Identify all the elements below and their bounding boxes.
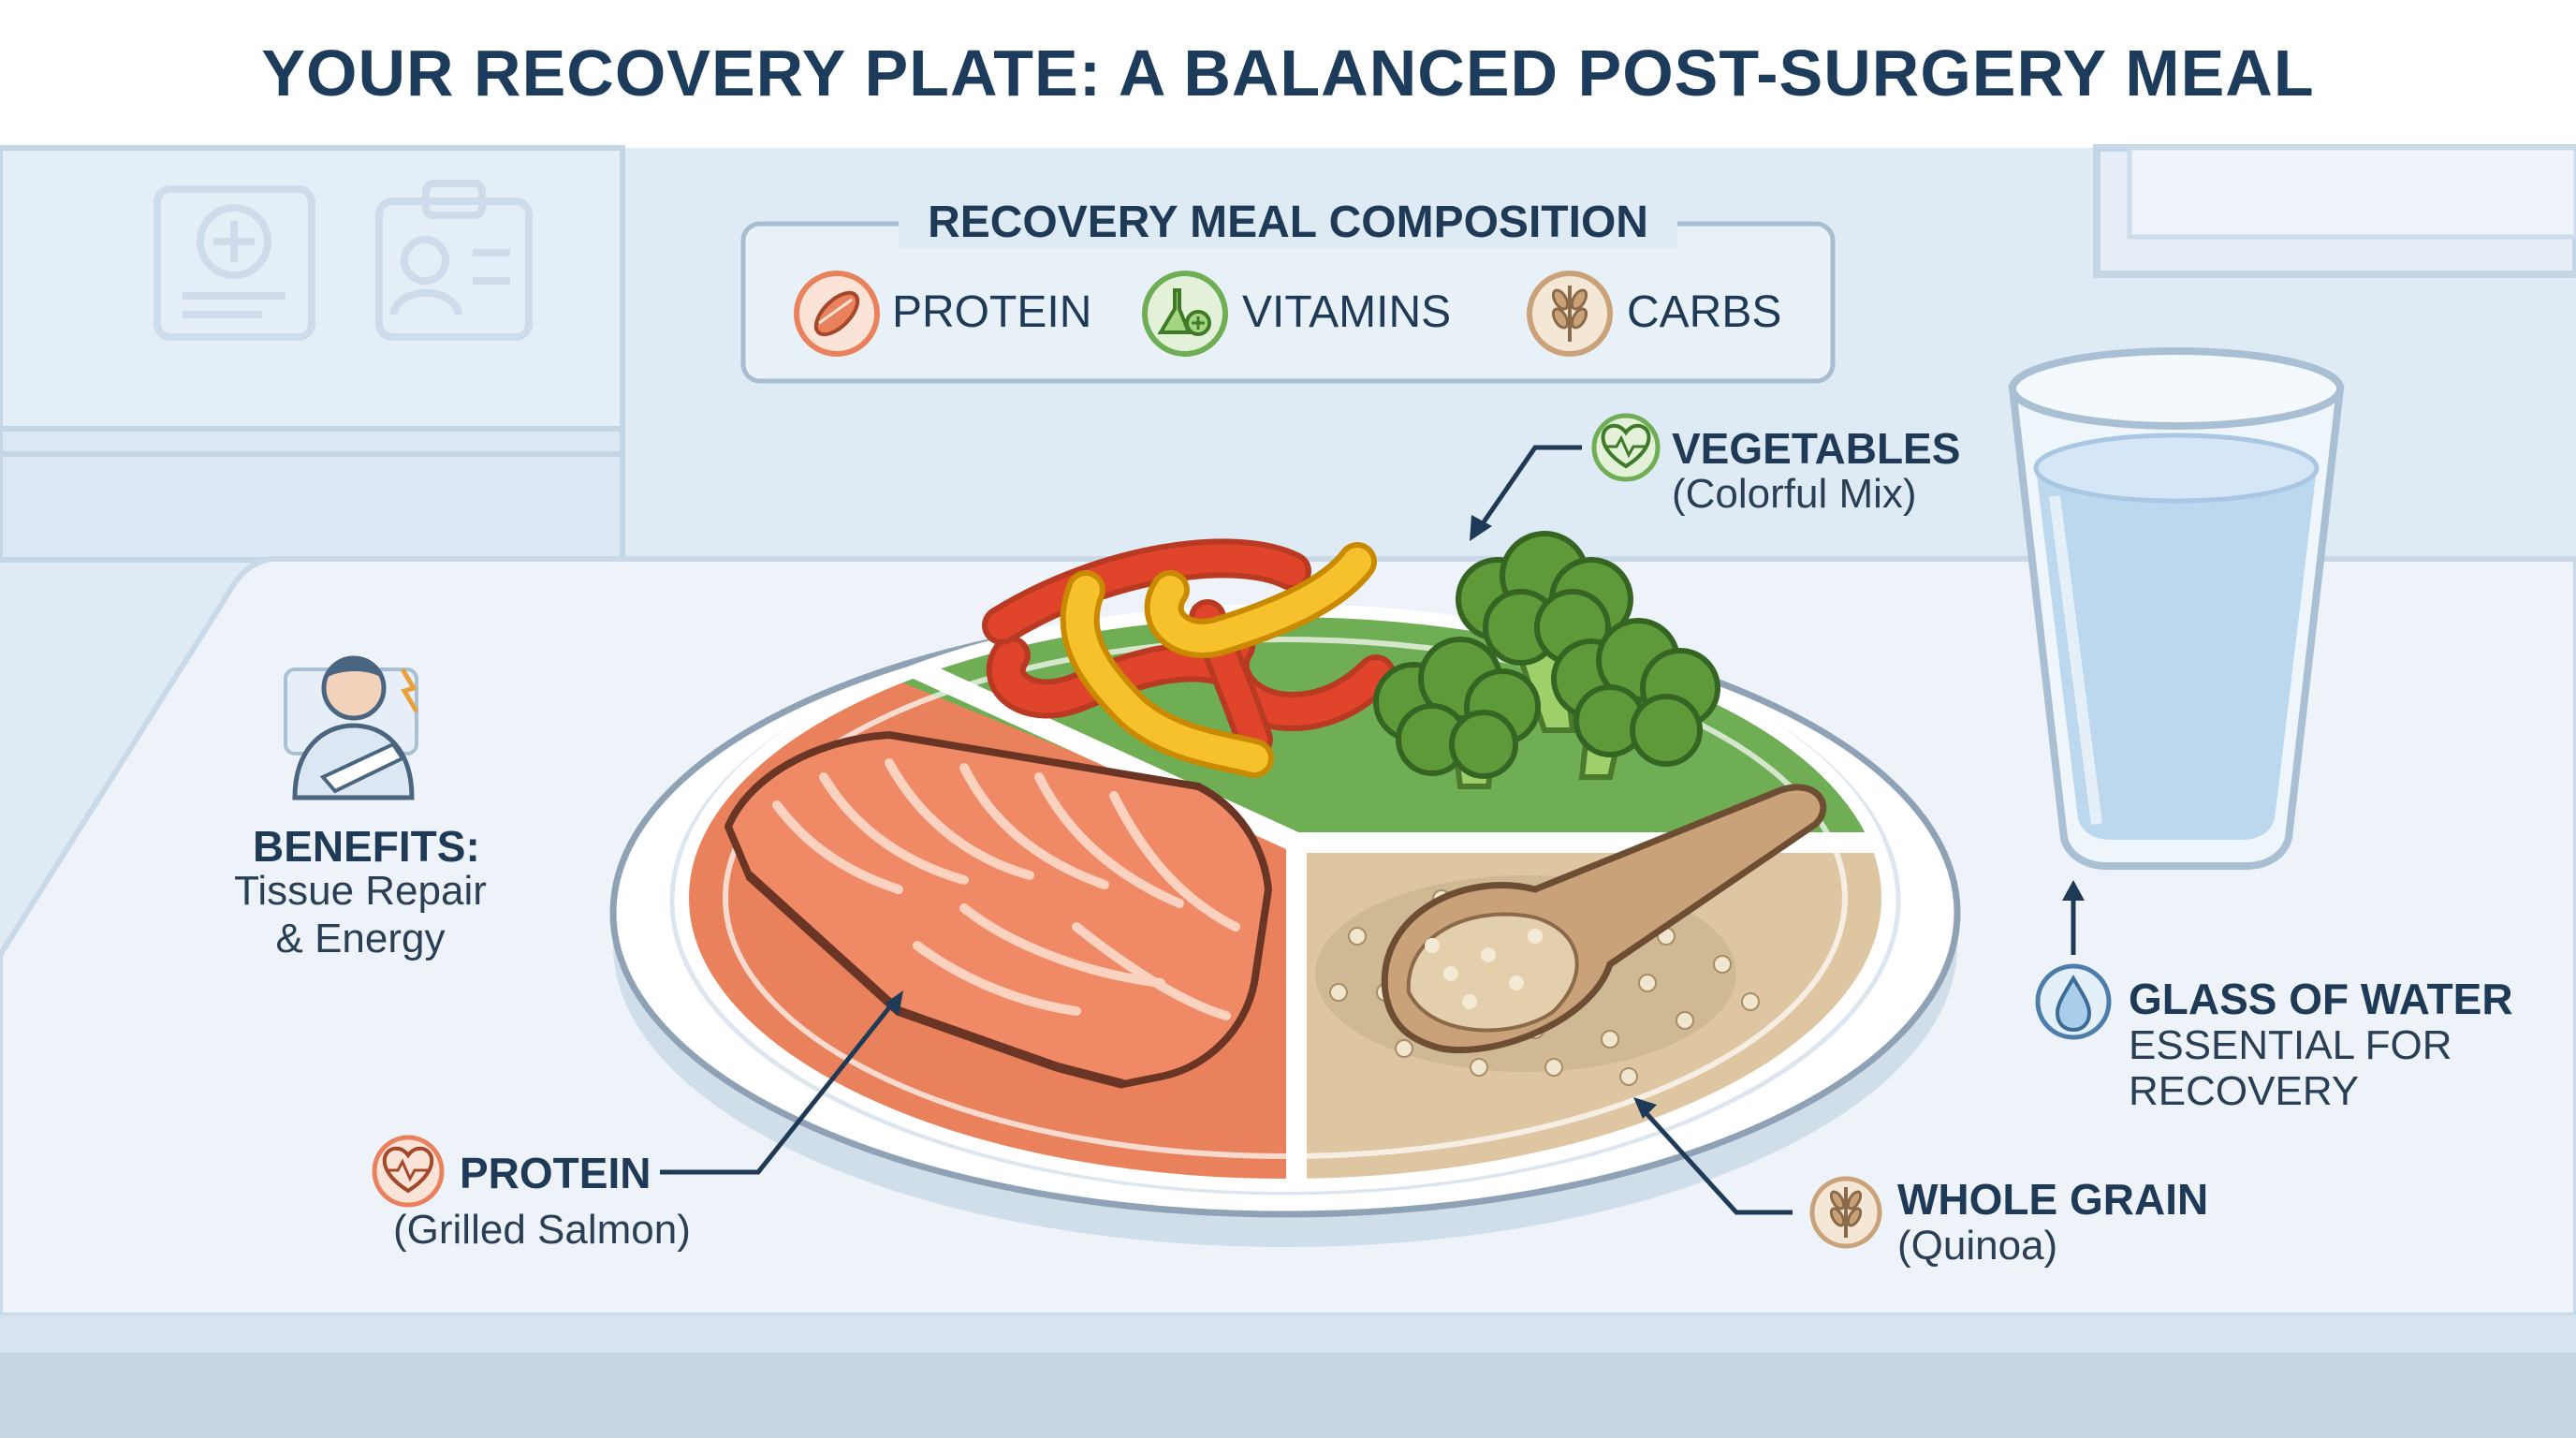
vegetables-callout-sub: (Colorful Mix) <box>1672 471 1917 517</box>
broccoli <box>1373 531 1720 789</box>
wheat-icon <box>1809 1176 1882 1249</box>
grain-pointer <box>1641 1108 1793 1215</box>
water-callout-line-1: ESSENTIAL FOR <box>2129 1022 2452 1068</box>
benefits-line-2: & Energy <box>275 916 446 961</box>
header-band <box>0 0 2576 148</box>
wheat-icon <box>1527 271 1613 357</box>
protein-callout-sub: (Grilled Salmon) <box>393 1207 691 1253</box>
salmon-fillet <box>724 730 1273 1089</box>
page-title: YOUR RECOVERY PLATE: A BALANCED POST-SUR… <box>261 37 2315 110</box>
vegetables-callout-heading: VEGETABLES <box>1672 424 1961 473</box>
vegetables-pointer <box>1476 445 1582 531</box>
protein-callout-heading: PROTEIN <box>460 1149 651 1197</box>
legend-label-carbs: CARBS <box>1627 287 1782 337</box>
table-edge <box>0 1315 2576 1353</box>
grain-callout-heading: WHOLE GRAIN <box>1897 1175 2209 1224</box>
bell-peppers <box>982 538 1396 778</box>
clipboard-icon <box>375 180 533 341</box>
water-callout-line-2: RECOVERY <box>2129 1068 2360 1114</box>
water-glass <box>2008 347 2345 870</box>
flask-icon <box>1142 271 1228 357</box>
legend-label-protein: PROTEIN <box>892 287 1092 337</box>
benefits-heading: BENEFITS: <box>253 822 480 871</box>
water-callout-heading: GLASS OF WATER <box>2129 975 2513 1023</box>
benefits-line-1: Tissue Repair <box>234 868 487 914</box>
wall-cabinet-lower <box>0 426 625 563</box>
patient-icon <box>284 655 419 800</box>
medical-kit-icon <box>154 185 315 341</box>
grain-callout-sub: (Quinoa) <box>1897 1223 2058 1269</box>
protein-pointer <box>660 1000 896 1175</box>
muscle-icon <box>794 271 880 357</box>
legend-label-vitamins: VITAMINS <box>1242 287 1452 337</box>
heart-pulse-icon <box>372 1135 445 1208</box>
heart-pulse-icon <box>1591 413 1661 482</box>
composition-heading: RECOVERY MEAL COMPOSITION <box>928 198 1648 247</box>
quinoa <box>1315 784 1827 1086</box>
water-drop-icon <box>2035 963 2112 1040</box>
